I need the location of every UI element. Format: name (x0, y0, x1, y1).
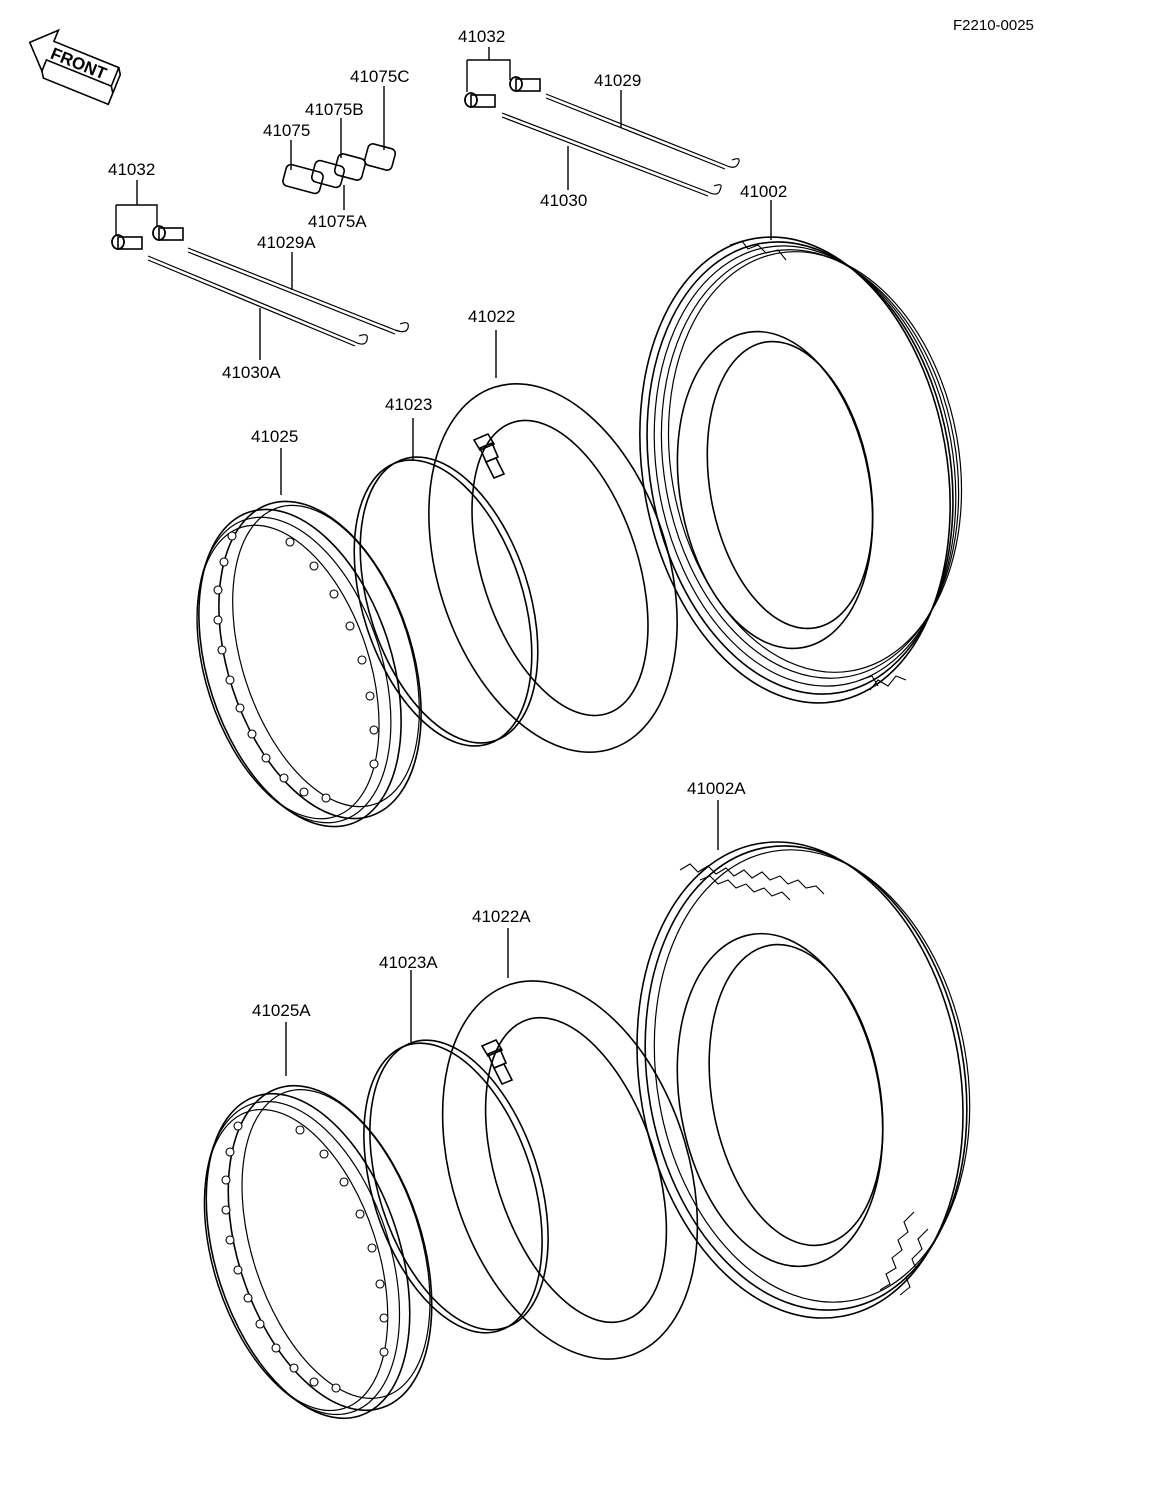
front-arrow-label: FRONT (48, 44, 110, 84)
tube-41022a: 41022A (441, 907, 699, 1360)
rim-spoke-holes-lower (221, 1121, 389, 1393)
label-41022a: 41022A (472, 907, 531, 926)
rim-41025a: 41025A (203, 1001, 433, 1420)
label-41029a: 41029A (257, 233, 316, 252)
tire-41002: 41002 (639, 182, 963, 704)
tube-41022: 41022 (428, 307, 678, 753)
valve-stem-upper (472, 432, 506, 480)
spoke-41029 (545, 93, 740, 170)
valve-cap-41075 (282, 163, 324, 195)
label-41022: 41022 (468, 307, 515, 326)
label-41023: 41023 (385, 395, 432, 414)
spoke-nipple-upper (509, 76, 541, 92)
valve-stem-lower (480, 1038, 514, 1086)
spoke-group-left: 41032 41029A 41030A (108, 160, 409, 382)
valve-cap-41075b (333, 153, 367, 181)
label-41030: 41030 (540, 191, 587, 210)
rim-band-41023: 41023 (353, 395, 539, 747)
tire-41002a: 41002A (636, 779, 971, 1319)
rim-band-41023a: 41023A (363, 953, 549, 1334)
spoke-41029a (187, 247, 409, 335)
valve-cap-41075a (310, 159, 346, 189)
spoke-nipple-left-upper (152, 225, 184, 241)
label-41025: 41025 (251, 427, 298, 446)
label-41032-left: 41032 (108, 160, 155, 179)
label-41002a: 41002A (687, 779, 746, 798)
front-arrow-icon: FRONT (28, 28, 122, 106)
valve-cap-group: 41075C 41075B 41075 41075A (263, 67, 410, 231)
label-41025a: 41025A (252, 1001, 311, 1020)
rim-spoke-holes-upper (213, 531, 379, 803)
rim-41025: 41025 (196, 427, 422, 828)
spoke-41030 (501, 112, 722, 197)
label-41075: 41075 (263, 121, 310, 140)
label-41029: 41029 (594, 71, 641, 90)
label-41075c: 41075C (350, 67, 410, 86)
label-41002: 41002 (740, 182, 787, 201)
spoke-nipple-left-lower (111, 234, 143, 250)
spoke-nipple-lower (464, 92, 496, 108)
drawing-code: F2210-0025 (953, 17, 1034, 34)
spoke-41030a (147, 255, 368, 347)
label-41023a: 41023A (379, 953, 438, 972)
label-41032-top: 41032 (458, 27, 505, 46)
spoke-group-right: 41032 41029 41030 (458, 27, 740, 210)
label-41030a: 41030A (222, 363, 281, 382)
label-41075b: 41075B (305, 100, 364, 119)
label-41075a: 41075A (308, 212, 367, 231)
valve-cap-41075c (363, 143, 397, 171)
